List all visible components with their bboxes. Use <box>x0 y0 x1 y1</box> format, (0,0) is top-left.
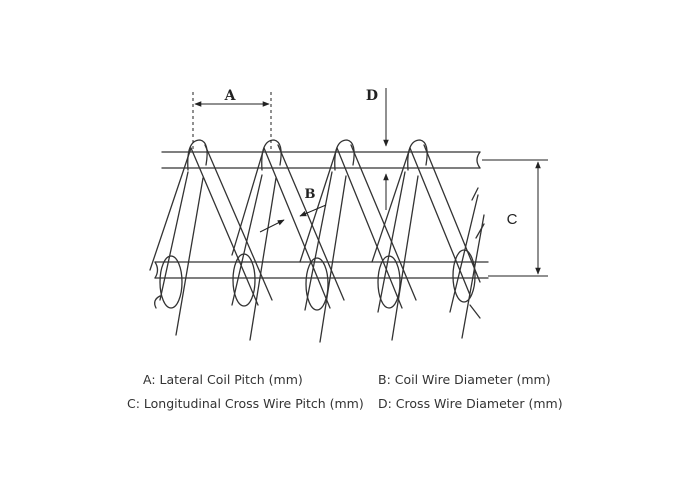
legend-a: A: Lateral Coil Pitch (mm) <box>143 372 303 387</box>
legend-d: D: Cross Wire Diameter (mm) <box>378 396 563 411</box>
label-c: C <box>507 211 518 228</box>
label-a: A <box>224 88 237 104</box>
front-coil-strands <box>149 144 481 309</box>
wire-ends <box>154 187 485 319</box>
bottom-cross-wire <box>154 261 489 279</box>
back-coil-strands <box>159 171 485 343</box>
label-d: D <box>366 88 378 104</box>
label-b: B <box>305 187 316 202</box>
legend-b: B: Coil Wire Diameter (mm) <box>378 372 551 387</box>
dimension-d: D <box>366 88 389 210</box>
legend-c: C: Longitudinal Cross Wire Pitch (mm) <box>127 396 364 411</box>
dimension-c: C <box>482 159 548 277</box>
dimension-b: B <box>259 187 327 233</box>
bottom-coil-loops <box>159 249 476 311</box>
dimension-a: A <box>192 88 272 150</box>
top-coil-loops <box>187 139 428 171</box>
